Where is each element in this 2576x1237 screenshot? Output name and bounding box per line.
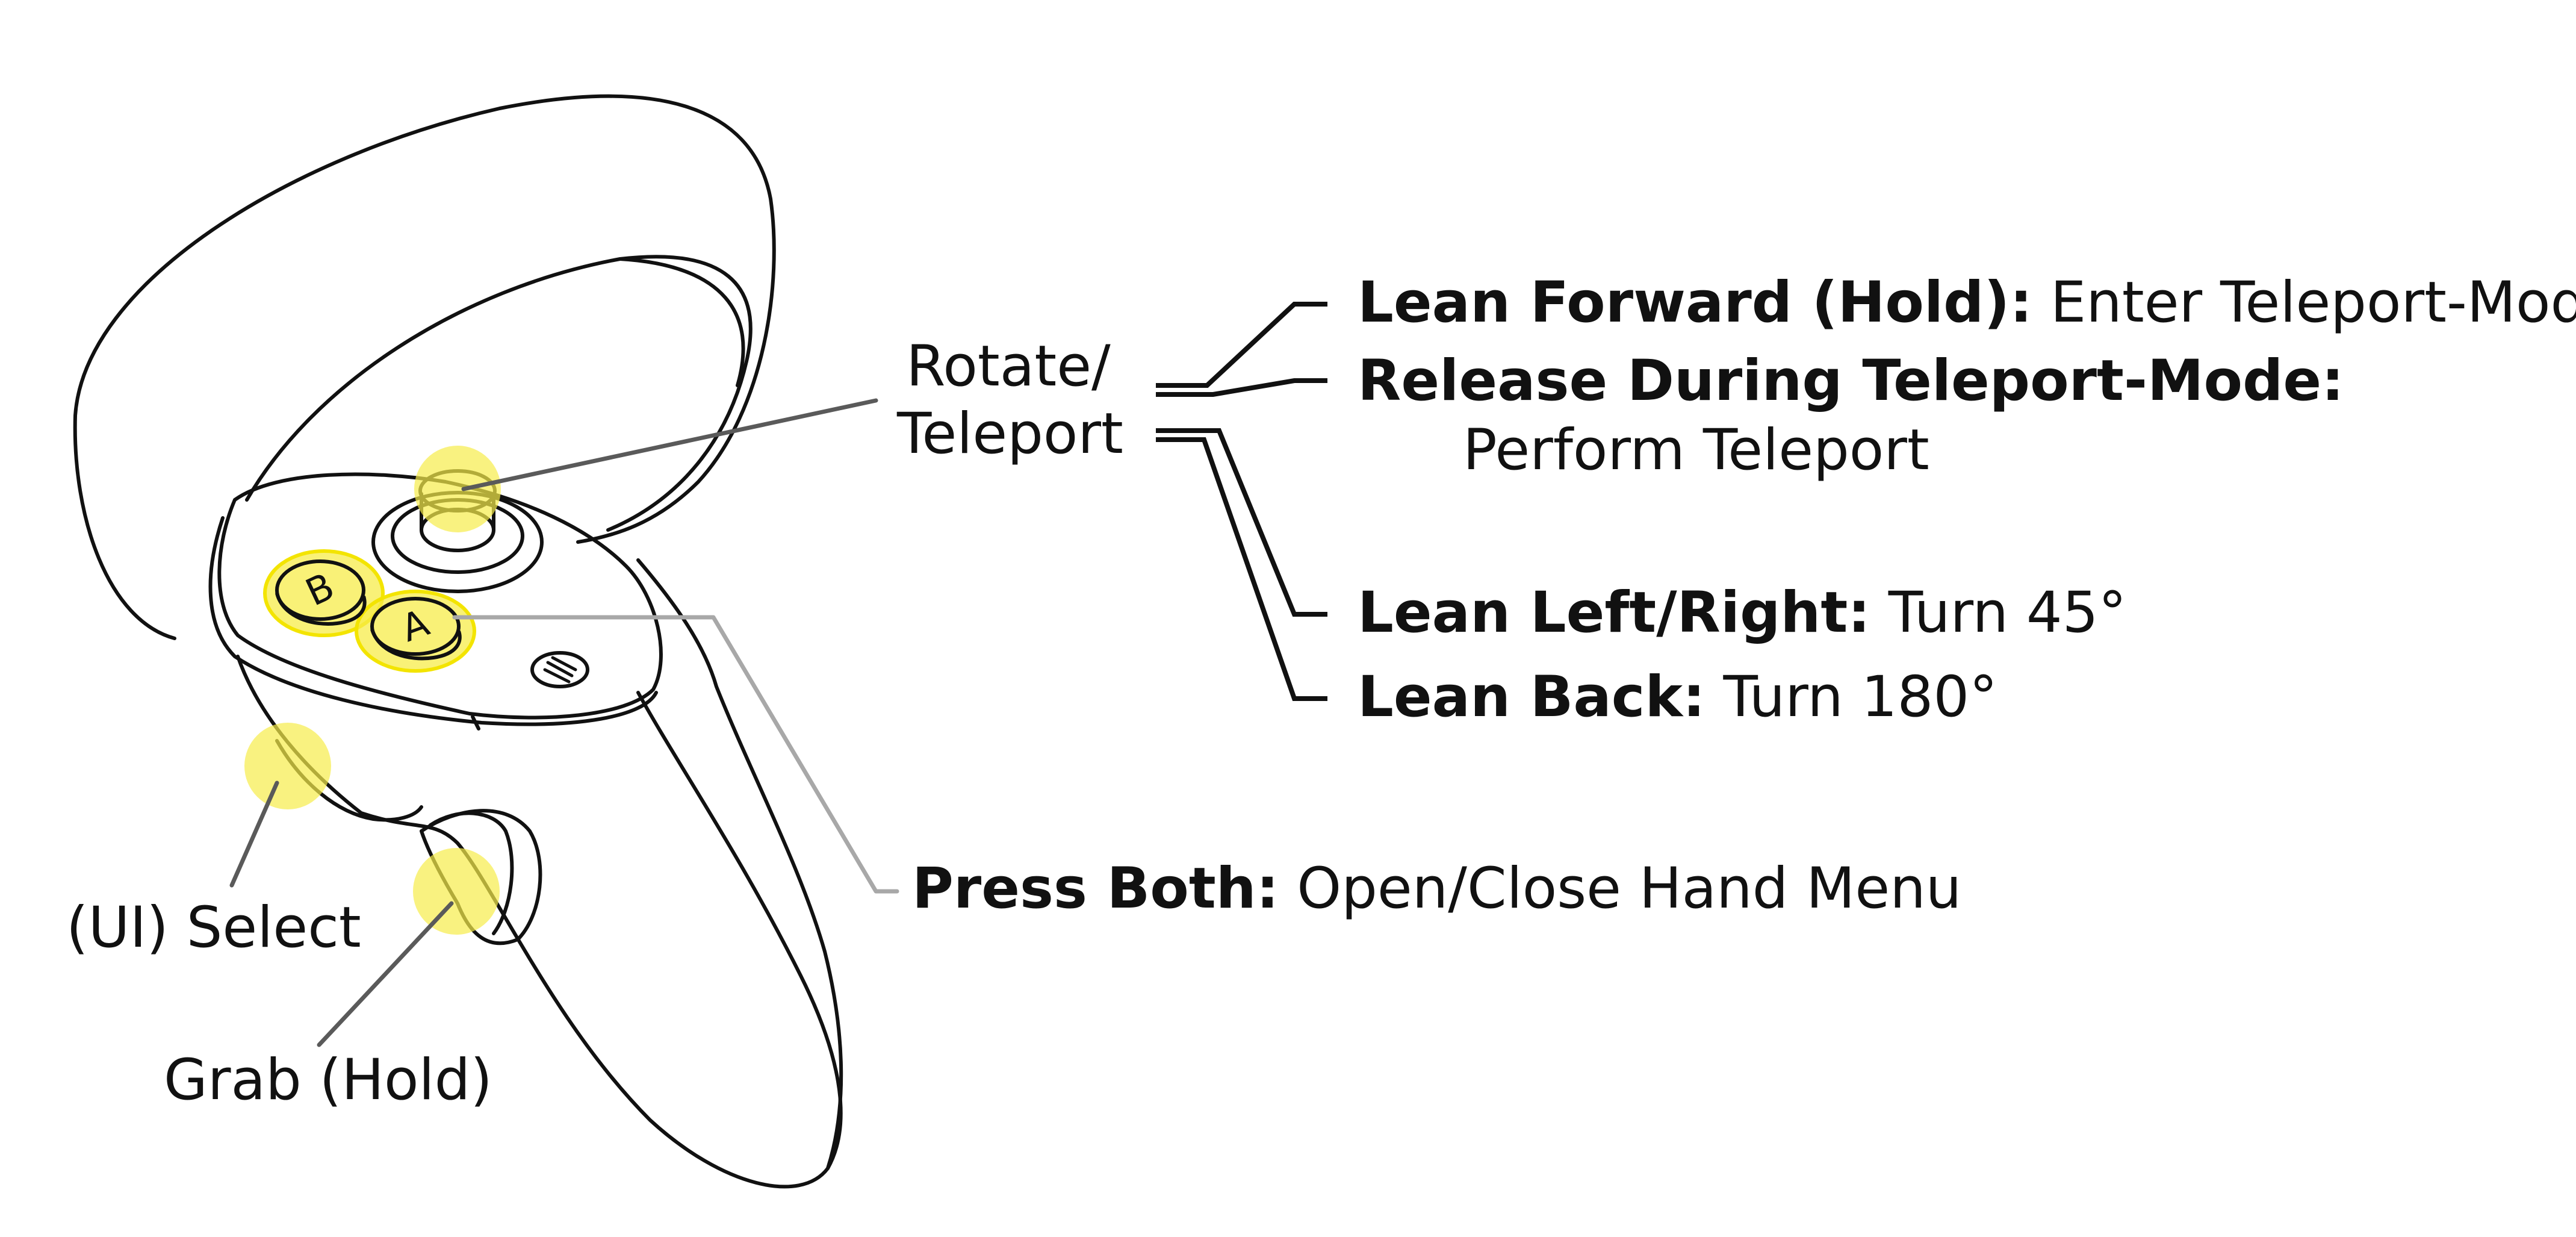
grab-label: Grab (Hold) [164, 1047, 492, 1113]
select-leader-line [229, 781, 279, 888]
highlights [244, 446, 501, 935]
lean-back-action: Turn 180° [1723, 664, 1998, 730]
grip-highlight [413, 848, 500, 935]
controller-outline [73, 94, 843, 1189]
release-label: Release During Teleport-Mode: [1358, 347, 2344, 415]
lean-back-label: Lean Back: Turn 180° [1358, 664, 1997, 731]
thumbstick-highlight [414, 446, 501, 532]
ui-select-label: (UI) Select [66, 895, 361, 961]
handle [236, 655, 843, 1189]
press-both-label: Press Both: Open/Close Hand Menu [912, 855, 1961, 923]
tracking-ring-outer [73, 94, 776, 640]
lean-forward-action: Enter Teleport-Mode [2050, 270, 2576, 335]
lean-left-right-action: Turn 45° [1888, 580, 2127, 646]
press-both-action: Open/Close Hand Menu [1297, 856, 1962, 921]
trigger-highlight [244, 723, 331, 809]
lean-left-right-key: Lean Left/Right: [1358, 580, 1870, 646]
lean-forward-key: Lean Forward (Hold): [1358, 270, 2032, 335]
release-key: Release During Teleport-Mode: [1358, 348, 2344, 414]
press-both-leader-line [452, 615, 899, 894]
lean-forward-label: Lean Forward (Hold): Enter Teleport-Mode [1358, 269, 2576, 337]
lean-left-right-label: Lean Left/Right: Turn 45° [1358, 579, 2127, 647]
release-action: Perform Teleport [1463, 417, 1929, 483]
rotate-leader-line [461, 398, 878, 491]
b-button [275, 559, 367, 626]
a-button-highlight [355, 590, 476, 673]
branch-connectors [1156, 302, 1327, 701]
press-both-key: Press Both: [912, 856, 1279, 921]
tracking-ring-inner [245, 255, 753, 532]
lean-back-key: Lean Back: [1358, 664, 1705, 730]
grab-leader-line [317, 901, 454, 1047]
rotate-line: Rotate/ [906, 334, 1111, 399]
a-button [370, 597, 462, 661]
rotate-teleport-label: Rotate/ Teleport [897, 333, 1123, 468]
teleport-line: Teleport [897, 401, 1123, 467]
